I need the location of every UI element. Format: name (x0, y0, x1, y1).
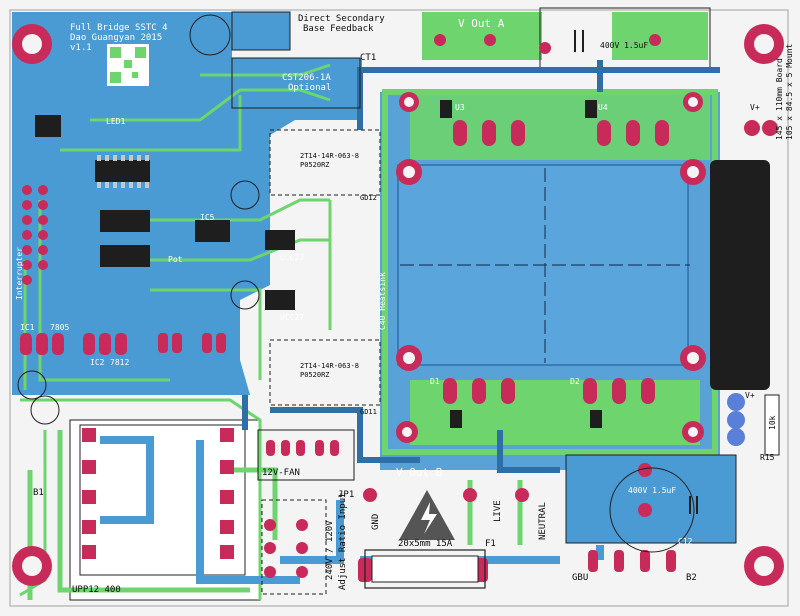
c12-label: C12 (678, 537, 693, 546)
ic-7805-label: 7805 (50, 323, 69, 332)
title-line3: v1.1 (70, 43, 92, 53)
title-line2: Dao Guangyan 2015 (70, 33, 162, 43)
ucc-top-label: UCC27 (280, 253, 304, 262)
gd11-label: GD11 (360, 408, 377, 416)
optional-label: Optional (288, 83, 331, 93)
mounting-holes (12, 24, 784, 586)
gnd-label: GND (371, 514, 381, 530)
gd12-label: GD12 (360, 194, 377, 202)
live-label: LIVE (493, 500, 503, 522)
voltage-select-label: 240V / 120V (325, 520, 335, 580)
cap-bottom-rating: 400V 1.5uF (628, 486, 676, 495)
capacitor-outlines (17, 14, 695, 553)
resistor-r15 (764, 394, 780, 456)
ct1-label: CT1 (360, 53, 376, 63)
led-label: LED1 (106, 117, 125, 126)
cap-top-rating: 400V 1.5uF (600, 41, 648, 50)
qr-code-icon (107, 44, 149, 86)
board-outline (9, 9, 789, 607)
r15-label: R15 (760, 453, 775, 462)
adjust-label: Adjust Ratio Input (338, 492, 348, 590)
title-line1: Full Bridge SSTC 4 (70, 23, 168, 33)
cap-top-symbol (574, 30, 698, 514)
ct-box (231, 57, 361, 109)
b1-label: B1 (33, 488, 44, 498)
vplus-pads[interactable] (727, 120, 778, 446)
gdt-bottom (269, 339, 381, 406)
ic2-label: IC2 (90, 358, 105, 367)
transformer-block (69, 419, 261, 601)
ic-7812-label: 7812 (110, 358, 129, 367)
feedback-line1: Direct Secondary (298, 14, 385, 24)
ic1-label: IC1 (20, 323, 35, 332)
gdt-top-part: 2T14-14R-063-8 (300, 152, 359, 160)
fuse-holder (364, 549, 486, 589)
pot-label: Pot (168, 255, 183, 264)
ucc-bot-label: UCC27 (280, 313, 304, 322)
heatsink-label: C40 Heatsink (378, 272, 387, 330)
board-size-2: 105 x 84.5 x 5 Mount (785, 43, 794, 140)
vplus-label-bottom: V+ (745, 391, 755, 400)
mosfet-pads-bottom (443, 378, 655, 404)
interrupter-label: Interrupter (15, 247, 24, 300)
power-traces (242, 60, 720, 473)
jp1-label: JP1 (338, 490, 354, 500)
mosfet-d2-label: D2 (570, 377, 580, 386)
f1-label: F1 (485, 539, 496, 549)
fan-label: 12V-FAN (262, 468, 300, 478)
mosfet-d1-label: D1 (430, 377, 440, 386)
gbu-label: GBU (572, 573, 588, 583)
connector-pads (20, 34, 676, 582)
vout-b-label: V Out B (396, 466, 443, 479)
board-size-1: 145 x 110mm Board (775, 58, 784, 140)
mosfet-u4-label: U4 (598, 103, 608, 112)
ic5-label: IC5 (200, 213, 215, 222)
heatsink-bar (710, 160, 770, 390)
vout-a-label: V Out A (458, 17, 505, 30)
mosfet-pads-top (453, 120, 669, 146)
mosfet-u3-label: U3 (455, 103, 465, 112)
feedback-line2: Base Feedback (303, 24, 374, 34)
gdt-bot-pn: P0520RZ (300, 371, 330, 379)
r10k-label: 10k (768, 415, 777, 430)
gdt-top-pn: P0520RZ (300, 161, 330, 169)
vplus-label-top: V+ (750, 103, 760, 112)
gdt-top (269, 129, 381, 196)
fuse-label: 20x5mm 15A (398, 539, 453, 549)
feedback-box (231, 11, 291, 51)
neutral-label: NEUTRAL (538, 502, 548, 540)
cst-label: CST206-1A (282, 73, 331, 83)
smd-parts (35, 100, 602, 428)
gdt-bot-part: 2T14-14R-063-8 (300, 362, 359, 370)
transformer-label: UPP12 400 (72, 585, 121, 595)
hv-warning-icon (399, 490, 455, 540)
bridge-label: B2 (686, 573, 697, 583)
